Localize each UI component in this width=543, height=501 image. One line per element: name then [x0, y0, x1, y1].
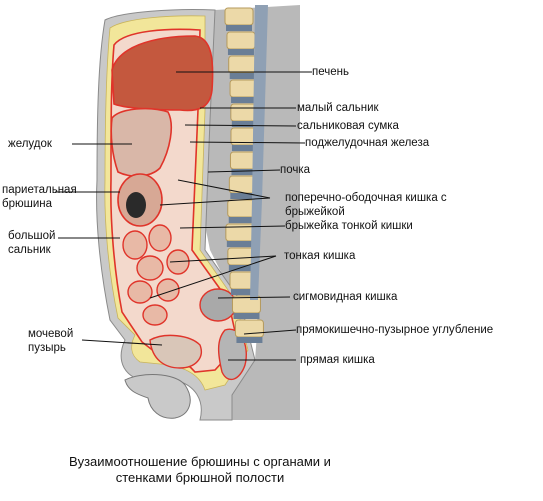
label-greater-omentum-1: большой — [8, 230, 56, 242]
stomach-organ — [110, 107, 172, 177]
caption-line-1: Вузаимоотношение брюшины с органами и — [69, 454, 331, 469]
vertebra — [234, 319, 264, 338]
label-parietal-1: париетальная — [2, 184, 77, 196]
label-rectovesical: прямокишечно-пузырное углубление — [296, 324, 494, 336]
label-lesser-omentum: малый сальник — [297, 102, 379, 114]
vertebral-disc — [233, 313, 260, 319]
label-omental-bursa: сальниковая сумка — [297, 120, 399, 132]
bladder-organ — [149, 334, 202, 369]
vertebral-disc — [228, 217, 255, 223]
label-bladder-2: пузырь — [28, 342, 66, 354]
vertebral-disc — [229, 73, 256, 79]
label-kidney: почка — [280, 164, 311, 176]
label-greater-omentum-2: сальник — [8, 244, 51, 256]
vertebra — [224, 7, 254, 26]
vertebral-disc — [231, 97, 258, 103]
vertebral-disc — [231, 121, 258, 127]
spine — [224, 7, 264, 343]
vertebral-disc — [228, 265, 255, 271]
vertebral-disc — [226, 241, 253, 247]
label-mesentery: брыжейка тонкой кишки — [285, 220, 413, 232]
vertebra — [228, 55, 258, 74]
label-transverse-colon-1: поперечно-ободочная кишка с — [285, 192, 447, 204]
lower-outline — [124, 374, 191, 419]
vertebral-disc — [231, 145, 258, 151]
label-small-intestine: тонкая кишка — [284, 250, 356, 262]
vertebral-disc — [230, 289, 257, 295]
label-stomach: желудок — [8, 138, 52, 150]
leader-lines — [55, 71, 312, 361]
vertebral-disc — [236, 337, 263, 343]
label-rectum: прямая кишка — [300, 354, 375, 366]
label-bladder-1: мочевой — [28, 328, 74, 340]
label-sigmoid: сигмовидная кишка — [293, 291, 398, 303]
vertebral-disc — [226, 25, 252, 31]
sigmoid-organ — [199, 288, 237, 322]
caption-line-2: стенками брюшной полости — [115, 470, 285, 485]
vertebral-disc — [231, 169, 258, 175]
label-transverse-colon-2: брыжейкой — [285, 206, 345, 218]
vertebra — [227, 199, 257, 218]
label-parietal-2: брюшина — [2, 198, 53, 210]
vertebral-disc — [230, 193, 257, 199]
label-liver: печень — [312, 66, 349, 78]
vertebra — [226, 31, 256, 50]
label-pancreas: поджелудочная железа — [305, 137, 430, 149]
small-intestine-loops — [122, 224, 190, 326]
vertebral-disc — [227, 49, 254, 55]
figure-caption: Вузаимоотношение брюшины с органами и ст… — [0, 454, 400, 486]
